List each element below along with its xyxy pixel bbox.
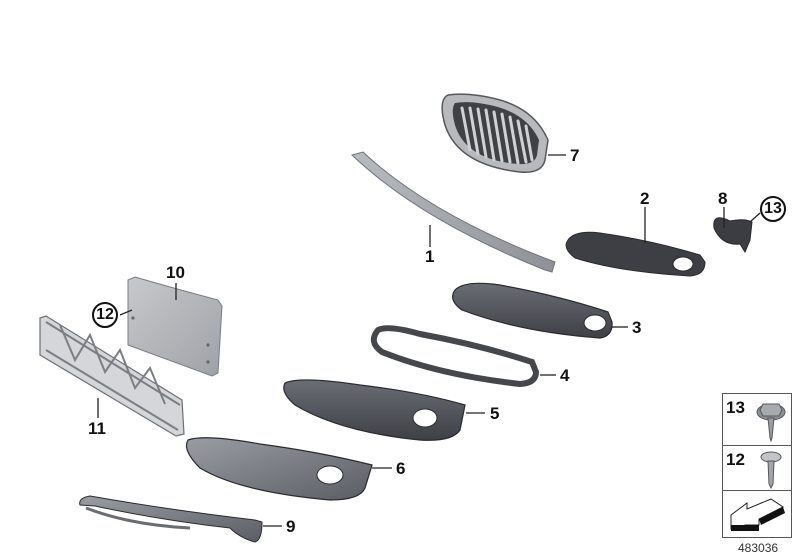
part-9-lower-trim: [79, 495, 263, 543]
part-8-cover-cap: [713, 217, 753, 254]
callout-4: 4: [560, 366, 570, 385]
leader-lines: [97, 154, 761, 527]
part-6-fog-grille-lower: [185, 437, 373, 501]
direction-arrow-icon: [730, 498, 785, 531]
pan-head-screw-icon: [760, 451, 782, 490]
callout-5: 5: [490, 404, 500, 423]
callout-3: 3: [632, 318, 642, 337]
hex-head-screw-icon: [756, 403, 786, 442]
part-2-grille-insert: [565, 231, 706, 277]
part-4-frame-trim: [370, 325, 540, 388]
legend-row-12: 12: [723, 446, 791, 491]
callout-8: 8: [718, 189, 728, 208]
part-11-plate-frame: [39, 315, 185, 437]
callout-6: 6: [396, 459, 406, 478]
fastener-legend: 13 12: [722, 393, 792, 538]
diagram-id-caption: 483036: [738, 541, 779, 555]
callout-13-circled: 13: [760, 196, 786, 222]
callout-2: 2: [640, 189, 650, 208]
callout-11: 11: [88, 419, 106, 438]
callout-9: 9: [286, 517, 296, 536]
callout-7: 7: [570, 146, 580, 165]
part-7-kidney-grille: [441, 93, 549, 173]
part-1-trim-strip: [351, 151, 556, 273]
callout-12-circled: 12: [92, 302, 118, 328]
legend-number-12: 12: [726, 450, 745, 469]
callout-10: 10: [166, 263, 185, 282]
legend-row-arrow: [723, 491, 791, 537]
legend-number-13: 13: [726, 398, 745, 417]
part-10-plate-base: [127, 276, 223, 377]
legend-row-13: 13: [723, 394, 791, 446]
part-5-fog-grille: [283, 379, 466, 441]
callout-1: 1: [425, 247, 435, 266]
part-3-fog-trim: [452, 282, 613, 339]
